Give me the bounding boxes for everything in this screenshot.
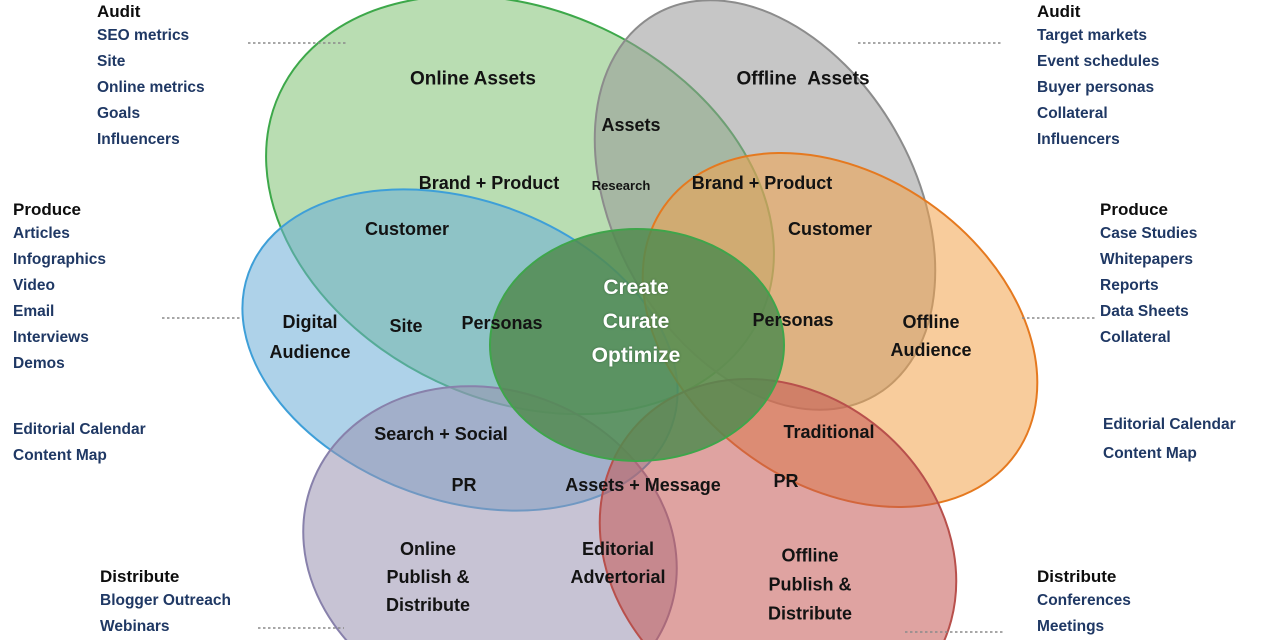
- note-block-produce-right: Produce Case Studies Whitepapers Reports…: [1100, 198, 1197, 351]
- note-block-distribute-left: Distribute Blogger Outreach Webinars: [100, 565, 231, 640]
- note-item: Influencers: [97, 131, 180, 148]
- note-item: Content Map: [13, 447, 107, 464]
- note-item: Collateral: [1037, 105, 1108, 122]
- ellipse-center-create-curate-optimize: [489, 228, 785, 462]
- note-item: Infographics: [13, 251, 107, 268]
- label-online-publish-distribute: Online Publish & Distribute: [386, 535, 470, 619]
- note-block-distribute-right: Distribute Conferences Meetings: [1037, 565, 1131, 640]
- note-item: Online metrics: [97, 79, 205, 96]
- label-create-curate-optimize: Create Curate Optimize: [592, 271, 681, 373]
- label-offline-audience: Offline Audience: [890, 308, 971, 364]
- label-offline-publish-line1: Offline: [781, 545, 839, 566]
- label-site: Site: [389, 316, 423, 337]
- label-offline-assets: Offline Assets: [736, 68, 870, 90]
- note-item: Whitepapers: [1100, 251, 1194, 268]
- label-offline-publish-line2: Publish &: [768, 574, 852, 595]
- label-online-publish-line2: Publish &: [386, 567, 470, 587]
- note-heading: Produce: [13, 200, 82, 219]
- note-item: SEO metrics: [97, 27, 190, 44]
- note-item: Articles: [13, 225, 70, 242]
- note-item: Case Studies: [1100, 225, 1198, 242]
- label-offline-publish-distribute: Offline Publish & Distribute: [768, 542, 852, 629]
- label-pr-left: PR: [451, 475, 477, 496]
- note-item: Influencers: [1037, 131, 1120, 148]
- label-search-social: Search + Social: [374, 424, 508, 445]
- note-item: Video: [13, 277, 55, 294]
- note-item: Content Map: [1103, 445, 1197, 462]
- note-block-produce-right-footer: Editorial Calendar Content Map: [1103, 410, 1236, 468]
- label-research: Research: [591, 177, 651, 193]
- note-item: Editorial Calendar: [13, 421, 146, 438]
- note-item: Target markets: [1037, 27, 1147, 44]
- note-heading: Distribute: [100, 567, 180, 586]
- label-center-line1: Create: [603, 276, 669, 299]
- note-item: Buyer personas: [1037, 79, 1155, 96]
- label-offline-audience-line1: Offline: [902, 312, 960, 332]
- label-brand-product-right: Brand + Product: [691, 173, 833, 194]
- note-item: Goals: [97, 105, 141, 122]
- label-online-publish-line3: Distribute: [385, 595, 471, 615]
- label-online-assets: Online Assets: [409, 68, 537, 90]
- note-item: Site: [97, 53, 126, 70]
- note-item: Reports: [1100, 277, 1159, 294]
- label-customer-left: Customer: [364, 219, 450, 240]
- label-assets: Assets: [601, 115, 661, 136]
- label-center-line2: Curate: [602, 310, 670, 333]
- note-item: Blogger Outreach: [100, 592, 231, 609]
- note-heading: Produce: [1100, 200, 1169, 219]
- label-brand-product-left: Brand + Product: [418, 173, 560, 194]
- label-online-publish-line1: Online: [399, 539, 457, 559]
- label-offline-audience-line2: Audience: [890, 340, 972, 360]
- label-traditional: Traditional: [783, 422, 875, 443]
- label-customer-right: Customer: [787, 219, 873, 240]
- note-item: Data Sheets: [1100, 303, 1189, 320]
- label-personas-right: Personas: [752, 310, 834, 331]
- note-heading: Distribute: [1037, 567, 1117, 586]
- note-heading: Audit: [1037, 2, 1081, 21]
- note-heading: Audit: [97, 2, 141, 21]
- label-assets-message: Assets + Message: [565, 475, 721, 496]
- label-digital-audience-line2: Audience: [269, 342, 351, 362]
- note-item: Conferences: [1037, 592, 1131, 609]
- note-item: Meetings: [1037, 618, 1105, 635]
- label-center-line3: Optimize: [591, 344, 681, 367]
- label-pr-right: PR: [773, 471, 799, 492]
- note-item: Event schedules: [1037, 53, 1160, 70]
- label-digital-audience-line1: Digital: [282, 312, 338, 332]
- label-personas-left: Personas: [461, 313, 543, 334]
- note-item: Demos: [13, 355, 65, 372]
- note-item: Email: [13, 303, 55, 320]
- label-editorial-line1: Editorial: [581, 539, 654, 559]
- label-editorial-line2: Advertorial: [570, 567, 666, 587]
- note-item: Webinars: [100, 618, 170, 635]
- label-digital-audience: Digital Audience: [269, 307, 350, 367]
- note-item: Collateral: [1100, 329, 1171, 346]
- note-block-audit-right: Audit Target markets Event schedules Buy…: [1037, 0, 1159, 153]
- note-block-produce-left: Produce Articles Infographics Video Emai…: [13, 198, 106, 377]
- label-editorial-advertorial: Editorial Advertorial: [570, 535, 665, 591]
- note-item: Interviews: [13, 329, 89, 346]
- note-item: Editorial Calendar: [1103, 416, 1236, 433]
- label-offline-publish-line3: Distribute: [767, 603, 853, 624]
- note-block-audit-left: Audit SEO metrics Site Online metrics Go…: [97, 0, 205, 153]
- note-block-produce-left-footer: Editorial Calendar Content Map: [13, 417, 146, 469]
